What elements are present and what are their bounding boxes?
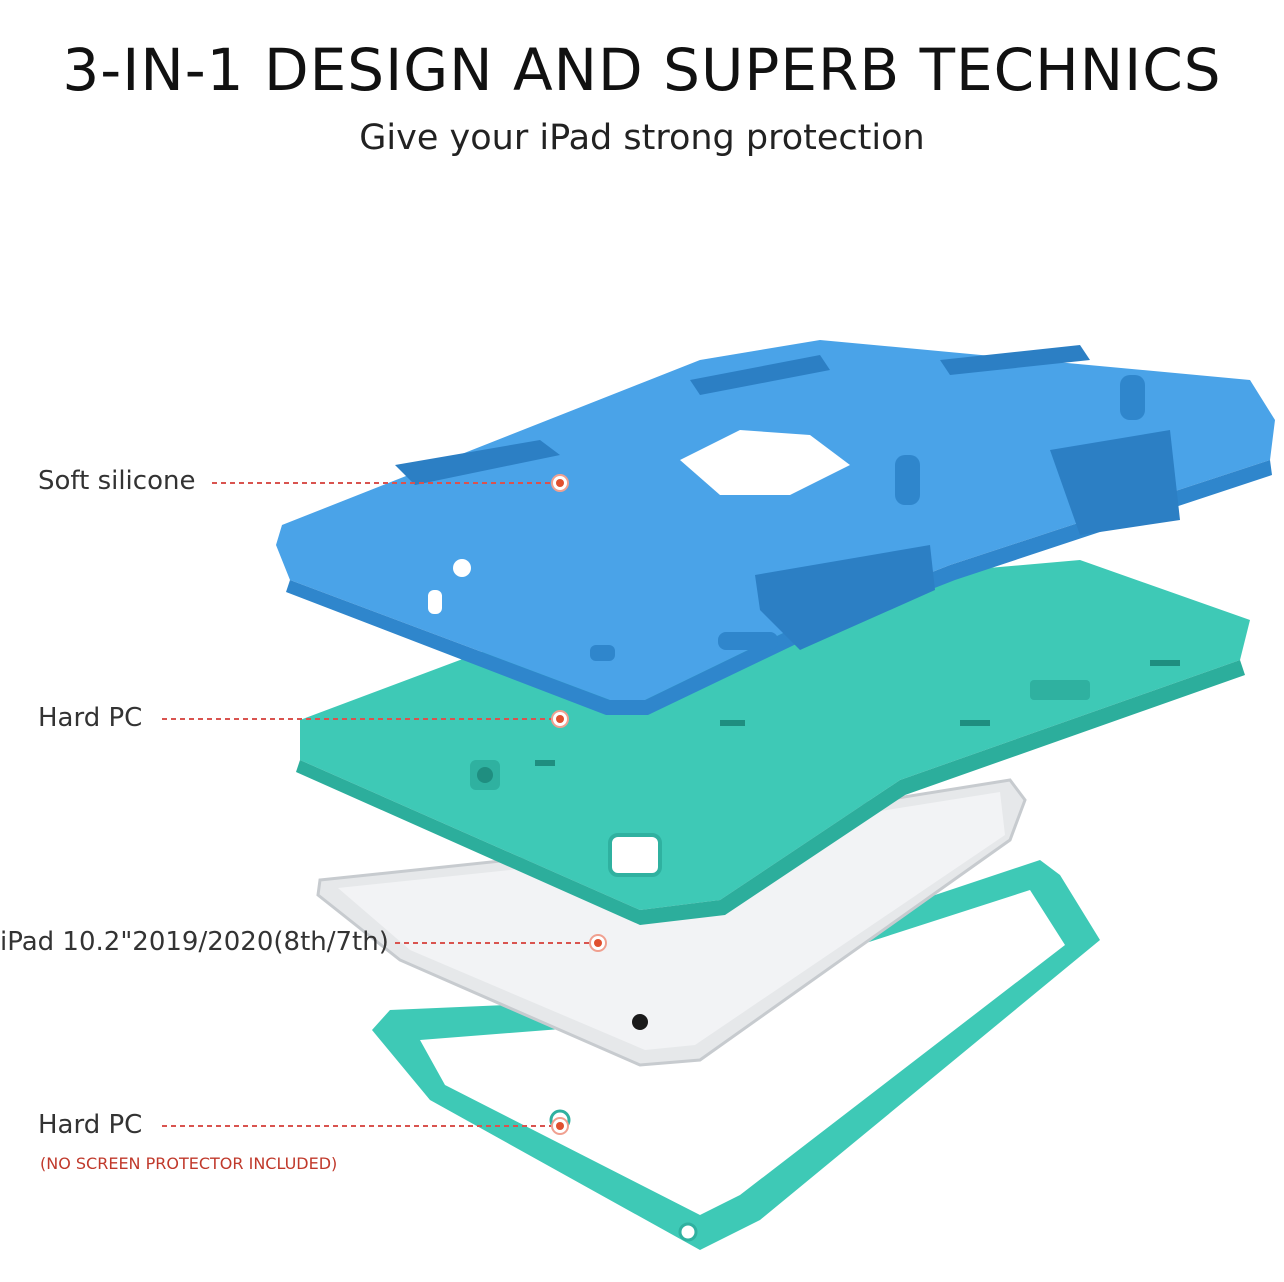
callout-screen-protector-note: (NO SCREEN PROTECTOR INCLUDED)	[40, 1154, 338, 1173]
callout-hard-pc-frame: Hard PC	[38, 1110, 143, 1140]
page-subtitle: Give your iPad strong protection	[359, 118, 925, 158]
callout-leaders	[162, 474, 607, 1135]
silicone-layer	[276, 340, 1275, 715]
callout-soft-silicone: Soft silicone	[38, 466, 196, 496]
callout-ipad-model: iPad 10.2"2019/2020(8th/7th)	[0, 927, 389, 957]
callout-hard-pc-shell: Hard PC	[38, 703, 143, 733]
front-frame-layer	[372, 860, 1100, 1250]
page-title: 3-IN-1 DESIGN AND SUPERB TECHNICS	[62, 36, 1222, 104]
